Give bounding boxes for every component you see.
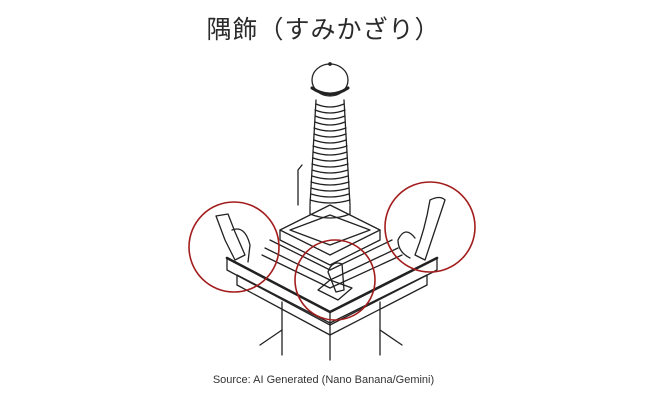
slide-title: 隅飾（すみかざり） [206, 15, 441, 44]
front-corner-ornament-drawing [317, 262, 353, 301]
spire-rings [297, 99, 351, 219]
highlight-circle-right [384, 181, 476, 273]
right-corner-ornament-drawing [397, 196, 446, 261]
finial-ball [310, 62, 350, 97]
highlight-circle-left [188, 201, 280, 293]
roof-platform [225, 256, 439, 361]
source-caption: Source: AI Generated (Nano Banana/Gemini… [212, 374, 435, 386]
highlight-circle-front [294, 239, 376, 321]
left-corner-ornament-drawing [215, 213, 251, 263]
